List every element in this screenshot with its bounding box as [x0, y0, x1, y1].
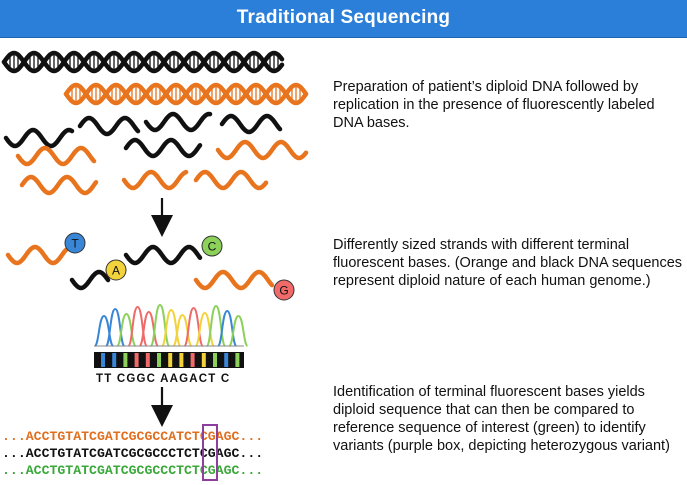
strand-orange [15, 145, 97, 167]
fluorescent-base-letter: T [71, 237, 79, 251]
labeled-strand [193, 269, 275, 291]
chromatogram-peak [172, 313, 193, 347]
variant-highlight-box [202, 424, 218, 481]
chromatogram-peak [116, 312, 137, 347]
step-2-description: Differently sized strands with different… [333, 237, 683, 289]
labeled-strand [5, 244, 69, 266]
chromatogram-peak [138, 310, 159, 347]
labeled-strand [69, 269, 111, 291]
base-bar-segment [201, 353, 206, 367]
chromatogram-peak [94, 314, 114, 347]
strand-black [123, 137, 203, 159]
sequence-row-reference: ...ACCTGTATCGATCGCGCCCTCTCGAGC... [2, 463, 263, 478]
chromatogram-peak [217, 309, 238, 347]
sequencing-illustration: T A C G TT CGGC AAGACT C ...ACCTGTATCGATCGC… [1, 50, 309, 481]
fluorescent-base-letter: A [112, 264, 120, 278]
dna-helix-black [1, 50, 285, 74]
terminal-labeled-strands: T A C G [5, 232, 295, 301]
sequence-row-black: ...ACCTGTATCGATCGCGCCCTCTCGAGC... [2, 446, 263, 461]
base-bar-segment [123, 353, 128, 367]
base-bar-segment [235, 353, 240, 367]
strand-orange [19, 174, 99, 196]
base-bar-segment [179, 353, 184, 367]
step-1-description: Preparation of patient’s diploid DNA fol… [333, 79, 655, 131]
fluorescent-base-letter: G [279, 284, 288, 298]
fluorescent-base-marker [201, 235, 223, 257]
chromatogram-peak [183, 306, 204, 347]
strand-orange [215, 139, 309, 161]
base-bar-segment [190, 353, 195, 367]
fluorescent-base-marker [273, 279, 295, 301]
helix-backbone [1, 50, 285, 74]
chromatogram-peak [228, 314, 249, 347]
step-3-description: Identification of terminal fluorescent b… [333, 384, 670, 454]
chromatogram-peak [161, 308, 182, 347]
base-bar-segment [101, 353, 105, 367]
chromatogram-peak [105, 307, 126, 347]
base-bar-segment [112, 353, 117, 367]
base-bar-segment [168, 353, 173, 367]
strand-black [219, 113, 283, 135]
base-calls-label: TT CGGC AAGACT C [96, 373, 230, 385]
chromatogram-peak [206, 304, 226, 347]
base-bar-segment [134, 353, 139, 367]
base-color-bar [94, 352, 244, 368]
chromatogram-peak [127, 305, 148, 347]
base-bar-segment [213, 353, 217, 367]
dna-single-strands [3, 111, 309, 196]
chromatogram [94, 303, 249, 347]
strand-orange [121, 169, 189, 191]
page-title: Traditional Sequencing [236, 7, 451, 28]
header-bar: Traditional Sequencing [0, 0, 687, 38]
strand-black [143, 111, 213, 133]
dna-helix-orange [63, 82, 309, 106]
base-bar-segment [157, 353, 161, 367]
fluorescent-base-letter: C [208, 240, 217, 254]
strand-black [3, 127, 75, 149]
fluorescent-base-marker [105, 259, 127, 281]
chromatogram-peak [194, 311, 215, 347]
labeled-strand [123, 244, 203, 266]
chromatogram-peak [150, 303, 170, 347]
base-bar-segment [145, 353, 150, 367]
strand-orange [193, 169, 269, 191]
sequence-row-orange: ...ACCTGTATCGATCGCGCCATCTCGAGC... [2, 429, 263, 444]
dna-double-helices [1, 50, 309, 106]
helix-backbone [63, 82, 309, 106]
strand-black [77, 115, 141, 137]
fluorescent-base-marker [64, 232, 86, 254]
base-bar-segment [224, 353, 229, 367]
